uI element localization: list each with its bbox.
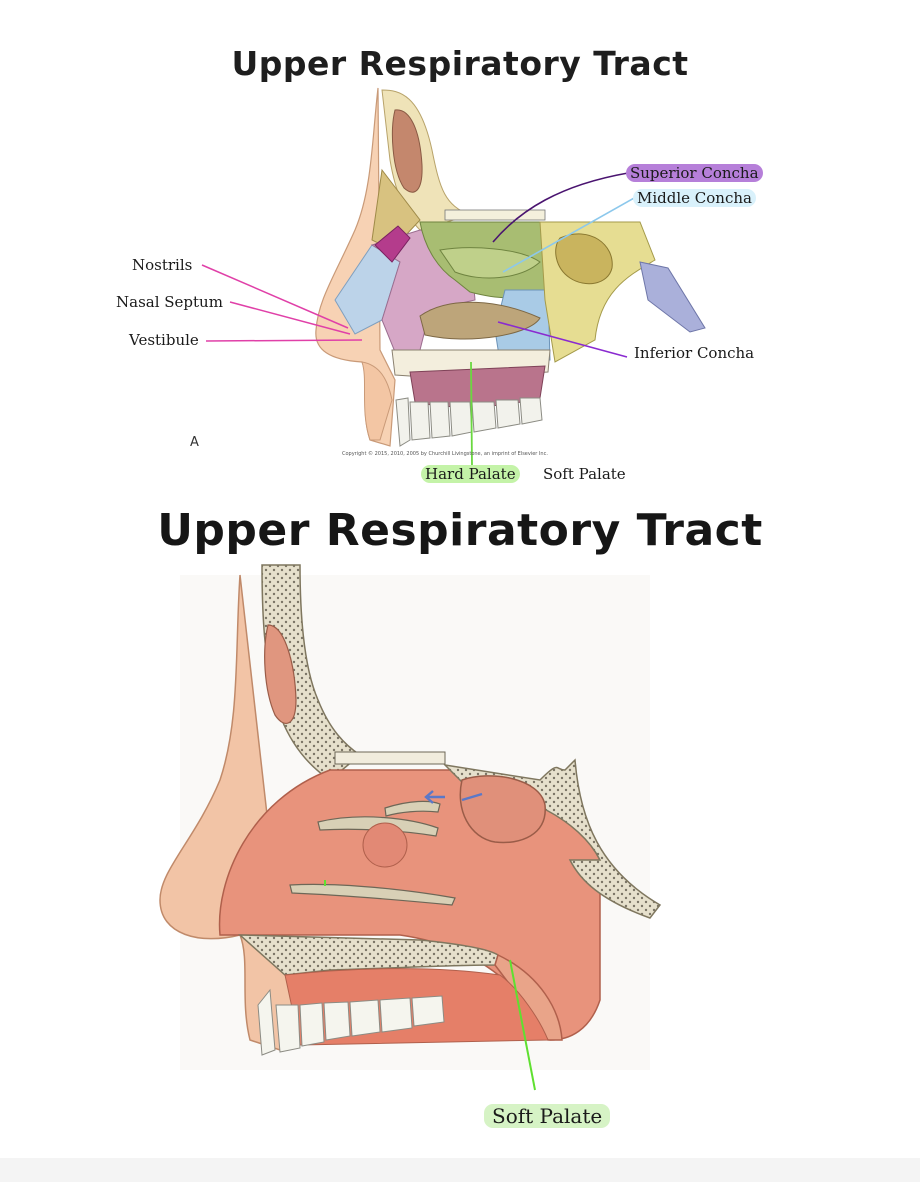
- middle-concha-label: Middle Concha: [633, 189, 756, 207]
- vestibule-line: [205, 339, 363, 342]
- frontal-sinus-2: [264, 624, 297, 725]
- inferior-concha-shape: [419, 301, 541, 340]
- sinus-opening: [362, 822, 408, 868]
- diagram2-title: Upper Respiratory Tract: [157, 505, 763, 556]
- middle-concha-text: Middle Concha: [633, 189, 756, 207]
- sphenoid-bone-2: [442, 758, 662, 919]
- sphenoid-sinus: [555, 233, 613, 285]
- inferior-concha-line: [497, 321, 628, 358]
- hard-palate-label: Hard Palate: [421, 465, 520, 483]
- occipital-bone: [639, 261, 706, 333]
- superior-concha-line: [492, 172, 629, 243]
- frontal-sinus: [391, 109, 423, 193]
- upper-teeth: [395, 397, 543, 447]
- arrow-left-icon: [424, 790, 445, 804]
- hard-palate-line: [470, 361, 473, 467]
- middle-concha-line: [502, 196, 637, 273]
- arrow-right-icon: [461, 792, 483, 802]
- diagram1-illustration: [201, 87, 706, 467]
- middle-concha-shape: [439, 247, 541, 279]
- superior-concha-label: Superior Concha: [626, 164, 763, 182]
- nostrils-line: [201, 264, 349, 329]
- nasal-septum-line: [229, 301, 351, 335]
- inferior-concha-label: Inferior Concha: [634, 344, 755, 362]
- nostrils-label: Nostrils: [132, 256, 193, 274]
- soft-palate-label-top: Soft Palate: [543, 465, 626, 483]
- page-bottom-band: [0, 1158, 920, 1182]
- upper-lip: [361, 361, 393, 441]
- cribriform-plate-2: [334, 751, 446, 765]
- copyright-notice: Copyright © 2015, 2010, 2005 by Churchil…: [342, 451, 548, 457]
- panel-letter: A: [190, 435, 199, 450]
- inferior-concha-2: [289, 883, 456, 906]
- diagram1-title: Upper Respiratory Tract: [231, 44, 689, 83]
- superior-concha-text: Superior Concha: [626, 164, 763, 182]
- cribriform-plate: [444, 209, 546, 221]
- soft-palate-text-bottom: Soft Palate: [484, 1104, 611, 1128]
- soft-palate-line: [509, 959, 536, 1091]
- nasal-septum-label: Nasal Septum: [116, 293, 223, 311]
- lacrimal-bone: [374, 225, 411, 263]
- sphenoid-sinus-2: [459, 775, 546, 844]
- vestibule-label: Vestibule: [129, 331, 199, 349]
- superior-concha-2: [384, 800, 441, 817]
- hard-palate-text: Hard Palate: [421, 465, 520, 483]
- soft-palate-label-bottom: Soft Palate: [484, 1104, 611, 1128]
- upper-teeth-2: [257, 988, 445, 1056]
